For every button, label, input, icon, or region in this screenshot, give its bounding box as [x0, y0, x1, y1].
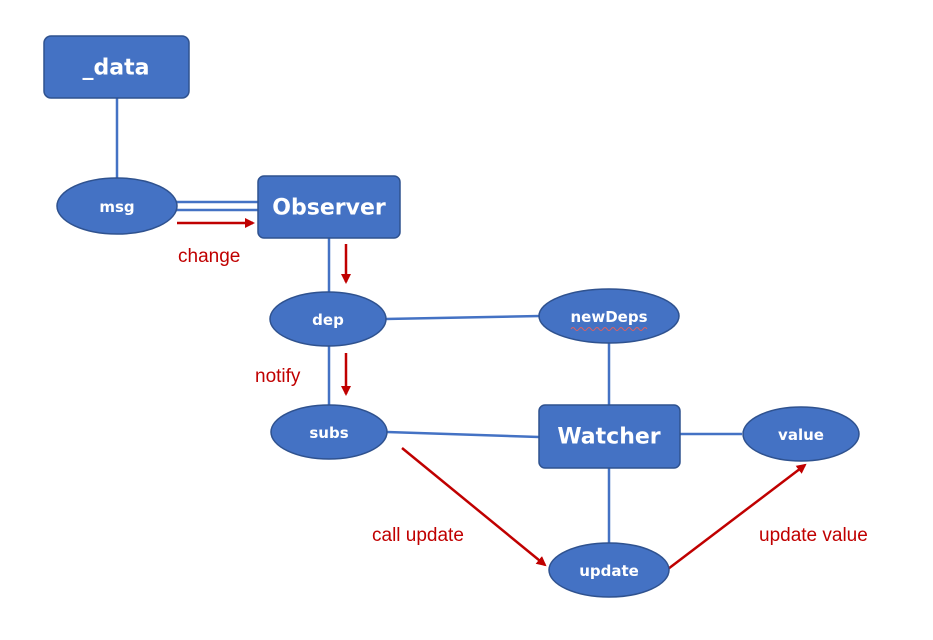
node-msg[interactable]: msg: [56, 177, 178, 235]
flow-label-call-update: call update: [372, 525, 464, 546]
node-value-label: value: [778, 426, 824, 444]
arrow-update-value: [667, 463, 807, 570]
node-subs[interactable]: subs: [270, 404, 388, 460]
node-value[interactable]: value: [742, 406, 860, 462]
node-newdeps[interactable]: newDeps: [538, 288, 680, 344]
node-update-label: update: [579, 562, 639, 580]
connector-subs-watcher: [386, 430, 540, 439]
node-watcher-label: Watcher: [557, 425, 660, 450]
flow-label-notify: notify: [255, 366, 301, 387]
node-newdeps-label: newDeps: [571, 308, 648, 326]
flow-label-update-value: update value: [759, 525, 868, 546]
flow-arrows: [177, 218, 807, 570]
node-observer[interactable]: Observer: [257, 175, 401, 239]
arrow-call-update: [401, 447, 547, 567]
node-data-box: [43, 35, 190, 99]
node-observer-box: [257, 175, 401, 239]
node-msg-label: msg: [99, 198, 134, 216]
connector-dep-newdeps: [384, 314, 541, 321]
flow-label-change: change: [178, 246, 240, 267]
node-update-shape: [548, 542, 670, 598]
node-observer-label: Observer: [272, 196, 386, 221]
node-data-label: _data: [83, 56, 150, 81]
node-watcher-box: [538, 404, 681, 469]
node-msg-shape: [56, 177, 178, 235]
spellcheck-squiggle: [570, 327, 648, 331]
node-dep-label: dep: [312, 311, 344, 329]
node-subs-label: subs: [309, 424, 348, 442]
node-data[interactable]: _data: [43, 35, 190, 99]
node-dep-shape: [269, 291, 387, 347]
node-subs-shape: [270, 404, 388, 460]
node-watcher[interactable]: Watcher: [538, 404, 681, 469]
connectors: [115, 98, 742, 543]
node-update[interactable]: update: [548, 542, 670, 598]
node-newdeps-shape: [538, 288, 680, 344]
node-dep[interactable]: dep: [269, 291, 387, 347]
node-value-shape: [742, 406, 860, 462]
